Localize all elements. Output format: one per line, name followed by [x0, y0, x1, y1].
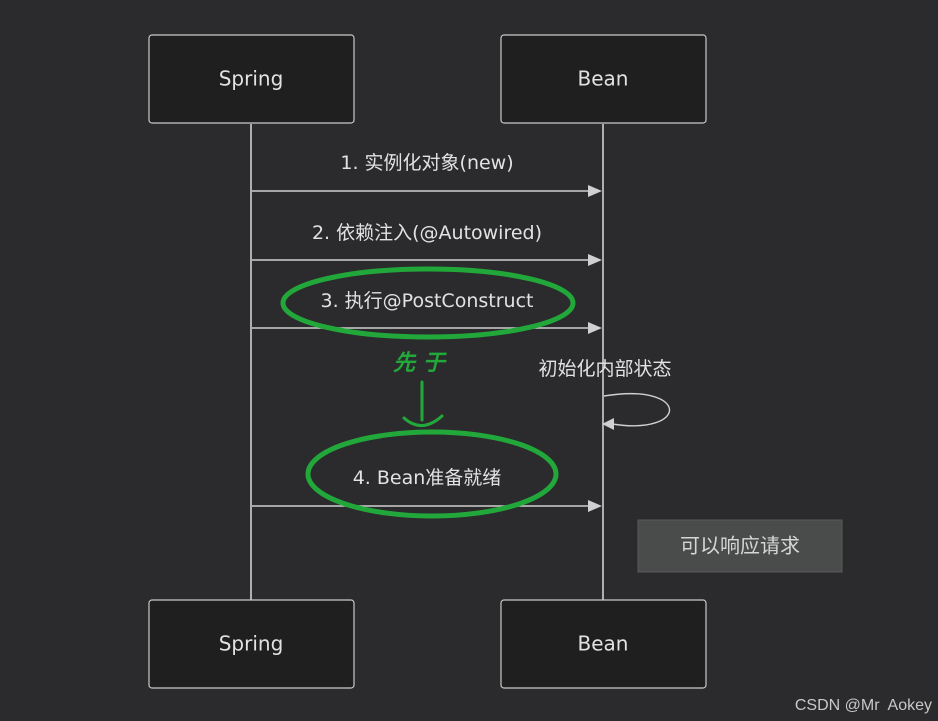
highlight-ellipse-bean-ready — [305, 429, 559, 519]
participant-bean-bottom-label: Bean — [578, 632, 629, 656]
participant-bean-top-label: Bean — [578, 67, 629, 91]
note-text: 可以响应请求 — [680, 534, 800, 558]
message-3-label: 3. 执行@PostConstruct — [321, 290, 534, 312]
message-2-label: 2. 依赖注入(@Autowired) — [312, 222, 542, 244]
message-1: 1. 实例化对象(new) — [252, 152, 602, 197]
message-4-label: 4. Bean准备就绪 — [353, 467, 502, 489]
participant-bean-top: Bean — [500, 34, 707, 124]
down-arrow-head — [402, 414, 444, 427]
participant-bean-bottom: Bean — [500, 599, 707, 689]
participant-spring-top-label: Spring — [219, 67, 284, 91]
watermark: CSDN @Mr Aokey — [794, 697, 932, 714]
note-box: 可以响应请求 — [637, 519, 843, 573]
highlight-ellipse-postconstruct — [280, 266, 576, 340]
self-message-arrowhead — [602, 418, 614, 430]
self-message-loop — [603, 393, 671, 427]
message-3: 3. 执行@PostConstruct — [252, 290, 602, 334]
message-1-label: 1. 实例化对象(new) — [340, 152, 513, 174]
self-message-label: 初始化内部状态 — [538, 358, 671, 380]
participant-spring-bottom: Spring — [148, 599, 355, 689]
message-4: 4. Bean准备就绪 — [252, 467, 602, 512]
handwritten-note: 先 于 — [393, 350, 448, 376]
message-4-arrowhead — [588, 500, 602, 512]
message-1-arrowhead — [588, 185, 602, 197]
participant-spring-top: Spring — [148, 34, 355, 124]
green-annotation: 先 于 — [280, 266, 576, 519]
message-2-arrowhead — [588, 254, 602, 266]
participant-spring-bottom-label: Spring — [219, 632, 284, 656]
message-3-arrowhead — [588, 322, 602, 334]
self-message: 初始化内部状态 — [538, 358, 672, 430]
message-2: 2. 依赖注入(@Autowired) — [252, 222, 602, 266]
